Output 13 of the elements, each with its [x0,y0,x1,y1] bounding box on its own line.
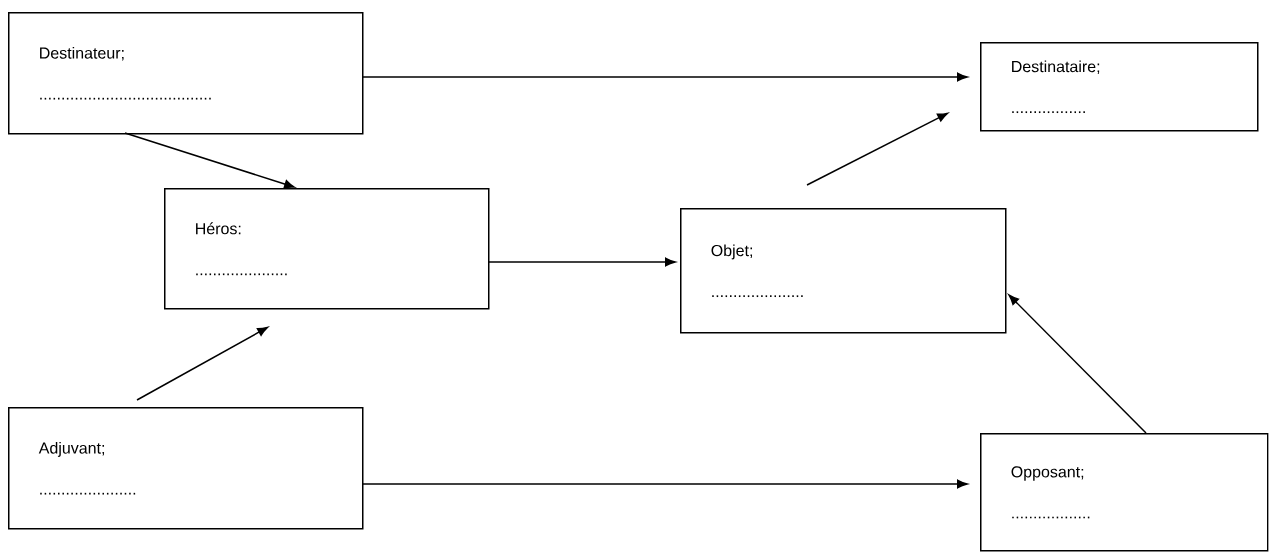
arrow [361,479,968,489]
arrow [361,72,968,82]
text-box: Objet; ..................... [680,208,1007,334]
arrow [136,326,269,401]
arrow [1008,294,1147,434]
text-box: Destinataire; ................. [980,42,1259,132]
arrow [124,132,295,189]
text-box: Destinateur; ....................................... [8,12,364,135]
text-box: Adjuvant; ...................... [8,407,364,530]
text-box: Héros: ..................... [164,188,490,310]
text-box: Opposant; .................. [980,433,1269,552]
arrow [806,112,949,186]
arrow [487,257,676,267]
